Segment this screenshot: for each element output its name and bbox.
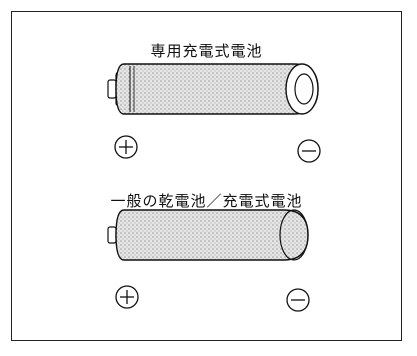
general-battery-body [115, 209, 309, 261]
negative-end-recess [294, 73, 314, 105]
minus-icon [286, 288, 310, 312]
rechargeable-battery [107, 63, 319, 115]
positive-terminal-cap [107, 79, 117, 99]
minus-icon [297, 139, 321, 163]
plus-icon [115, 285, 139, 309]
rechargeable-battery-label: 専用充電式電池 [150, 42, 263, 60]
general-battery-label: 一般の乾電池／充電式電池 [110, 192, 303, 210]
general-battery [107, 209, 309, 261]
negative-end-face [279, 209, 309, 261]
figure-frame: 専用充電式電池 一般の乾電池／充電式電池 [11, 11, 402, 341]
battery-illustrations [107, 63, 321, 312]
positive-terminal-cap [107, 226, 117, 244]
plus-icon [114, 135, 138, 159]
